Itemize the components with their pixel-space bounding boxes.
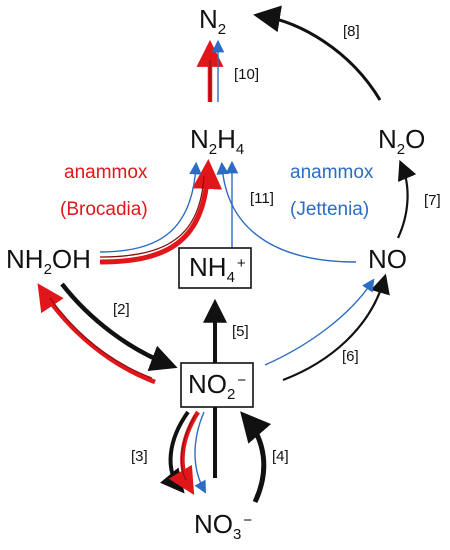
arrow-no2-to-nh2oh-red	[37, 283, 156, 385]
arrow-nh2oh-to-n2h4-red	[99, 159, 223, 265]
arrow-no2-to-nh2oh-darkred	[49, 297, 153, 379]
arrow-7-no-to-n2o	[397, 159, 417, 239]
step-2-label: [2]	[113, 301, 130, 318]
step-11-label: [11]	[250, 190, 274, 207]
arrow-no2-to-no-blue	[264, 278, 375, 366]
step-5-label: [5]	[232, 323, 249, 340]
no3-label: NO3−	[194, 509, 252, 543]
arrow-nh2oh-to-n2h4-darkred	[99, 175, 205, 258]
arrow-3-no2-to-no3-blue	[194, 411, 207, 494]
arrow-3-no2-to-no3-darkred	[180, 414, 196, 481]
nh4-box	[178, 247, 252, 289]
arrow-8-n2o-to-n2	[253, 5, 382, 101]
arrow-nh2oh-to-n2h4-blue	[99, 161, 202, 253]
no-label: NO	[368, 244, 407, 274]
anammox-brocadia-label: anammox	[64, 162, 148, 183]
arrow-4-no3-to-no2	[240, 411, 272, 504]
step-6-label: [6]	[342, 348, 359, 365]
no2-box	[180, 362, 254, 408]
n2-label: N2	[199, 4, 226, 38]
step-7-label: [7]	[424, 192, 441, 209]
step-4-label: [4]	[272, 448, 289, 465]
anammox-jettenia-label: anammox	[290, 162, 374, 183]
nh4-label: NH4+	[189, 252, 246, 286]
arrow-3-no2-to-no3-red	[168, 410, 200, 495]
step-10-label: [10]	[234, 66, 259, 83]
n2h4-label: N2H4	[190, 124, 244, 158]
n2o-label: N2O	[378, 124, 425, 158]
arrow-6-no2-to-no-black	[282, 273, 390, 382]
arrow-no-to-n2h4-blue	[216, 161, 357, 263]
brocadia-label: (Brocadia)	[60, 199, 148, 220]
nh2oh-label: NH2OH	[6, 244, 91, 278]
no2-label: NO2−	[188, 369, 246, 403]
step-8-label: [8]	[343, 23, 360, 40]
arrow-2-nh2oh-to-no2-black	[60, 282, 178, 371]
jettenia-label: (Jettenia)	[290, 199, 369, 220]
step-3-label: [3]	[131, 448, 148, 465]
